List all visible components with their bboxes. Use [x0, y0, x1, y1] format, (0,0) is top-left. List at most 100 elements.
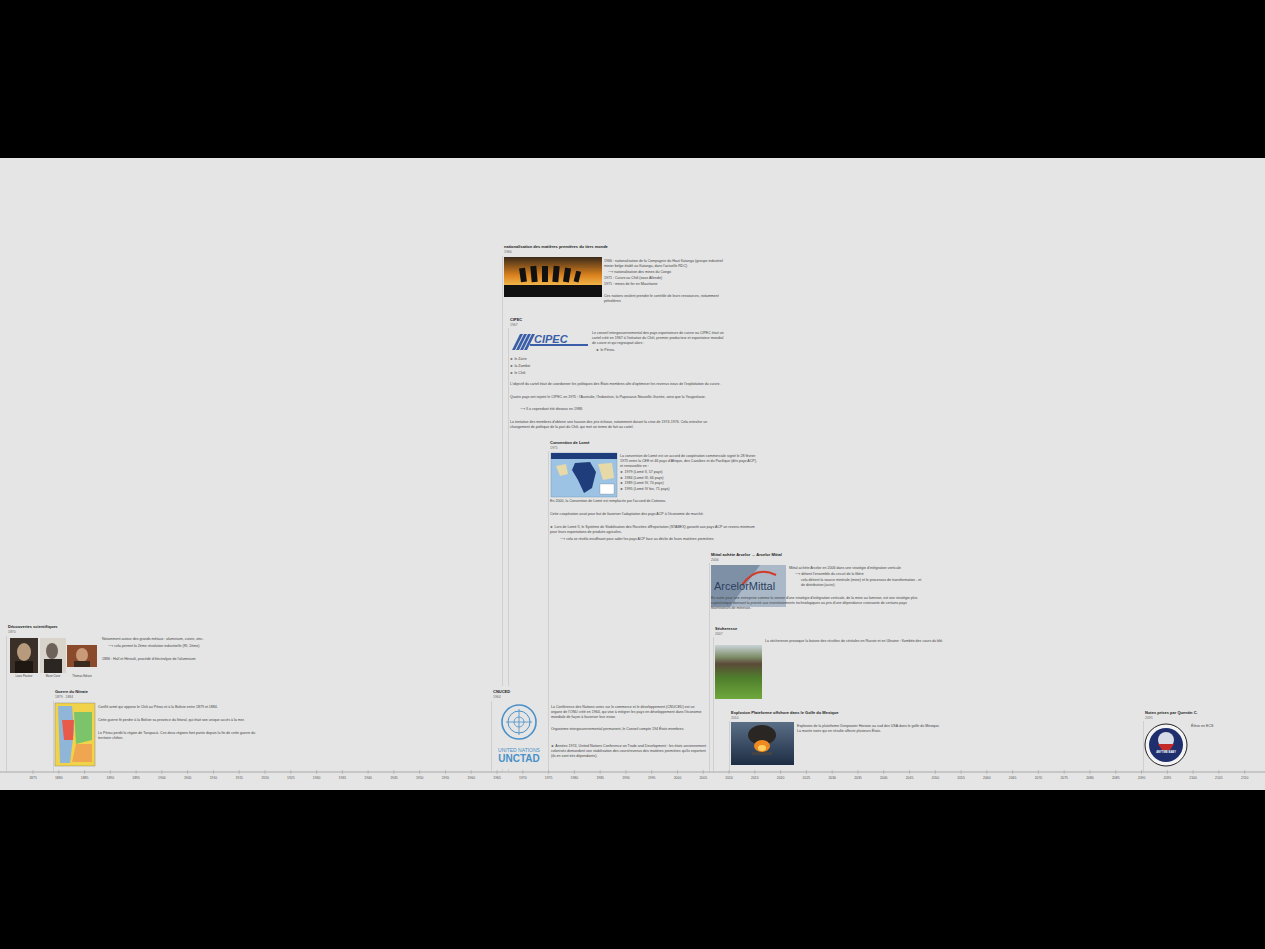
timeline-event: Guerre du Nitrate1879 - 1884Conflit armé… [55, 689, 271, 742]
axis-year: 1935 [332, 776, 352, 780]
logo-text: CIPEC [534, 333, 590, 346]
event-date: 1879 - 1884 [55, 695, 73, 700]
axis-year: 2070 [1028, 776, 1048, 780]
axis-tick [265, 770, 266, 774]
axis-tick [625, 770, 626, 774]
event-text: ⟶ cela se révéla insuffisant pour aider … [560, 537, 760, 542]
timeline-event: Sécheresse2007La sécheresse provoque la … [715, 626, 951, 645]
axis-year: 2055 [951, 776, 971, 780]
axis-year: 1960 [461, 776, 481, 780]
axis-year: 2110 [1235, 776, 1255, 780]
axis-year: 1900 [152, 776, 172, 780]
axis-tick [883, 770, 884, 774]
axis-tick [161, 770, 162, 774]
axis-year: 2105 [1209, 776, 1229, 780]
event-text: Organisme intergouvernemental permanent,… [551, 727, 706, 732]
axis-tick [1064, 770, 1065, 774]
axis-year: 1925 [281, 776, 301, 780]
timeline-event: Découvertes scientifiques1870Notamment a… [8, 624, 224, 663]
axis-year: 2045 [900, 776, 920, 780]
event-date: 1964 [493, 695, 501, 700]
axis-year: 2030 [822, 776, 842, 780]
axis-year: 2005 [693, 776, 713, 780]
event-text: 1971 : mines de fer en Mauritanie [604, 282, 729, 287]
axis-tick [1115, 770, 1116, 774]
axis-tick [393, 770, 394, 774]
axis-tick [780, 770, 781, 774]
timeline-event: nationalisation des matières premières d… [504, 244, 735, 305]
axis-tick [1089, 770, 1090, 774]
axis-year: 1910 [203, 776, 223, 780]
axis-year: 1980 [564, 776, 584, 780]
axis-tick [445, 770, 446, 774]
badge-text: ANYTIME BABY [1150, 751, 1182, 754]
axis-year: 1885 [75, 776, 95, 780]
event-text: Mittal achète Arcelor en 2006 dans une s… [789, 566, 924, 571]
axis-year: 1955 [435, 776, 455, 780]
axis-tick [187, 770, 188, 774]
axis-tick [58, 770, 59, 774]
axis-tick [857, 770, 858, 774]
axis-year: 1930 [307, 776, 327, 780]
event-text: ► le Pérou. [596, 348, 656, 353]
event-title: CNUCED [493, 689, 510, 694]
event-date: 1975 [550, 446, 558, 451]
axis-year: 1990 [616, 776, 636, 780]
event-text: Le conseil intergouvernemental des pays … [592, 331, 724, 346]
axis-year: 2020 [771, 776, 791, 780]
event-text: ⟶ nationalisation des mines du Congo [608, 270, 729, 275]
event-text: La Conférence des Nations unies sur le c… [551, 705, 706, 720]
logo-text: UNITED NATIONS [490, 747, 548, 753]
axis-year: 2025 [796, 776, 816, 780]
event-title: CIPEC [510, 317, 522, 322]
event-title: Mittal achète Arcelor → Arcelor Mittal [711, 552, 782, 557]
image-caption: Louis Pasteur [9, 675, 39, 678]
timeline-event: Convention de Lomé1975La convention de L… [550, 440, 766, 543]
axis-tick [677, 770, 678, 774]
event-date: 2007 [715, 632, 723, 637]
axis-year: 2015 [745, 776, 765, 780]
axis-tick [497, 770, 498, 774]
axis-tick [806, 770, 807, 774]
event-text: Explosion de la plateforme Deepwater Hor… [797, 724, 942, 734]
event-date: 1966 [504, 250, 512, 255]
event-date: 1967 [510, 323, 518, 328]
axis-tick [1012, 770, 1013, 774]
axis-tick [574, 770, 575, 774]
event-date: 2095 [1145, 716, 1153, 721]
axis-tick [342, 770, 343, 774]
event-text: ⟶ cela permet la 2ème révolution industr… [108, 644, 218, 649]
axis-year: 2010 [719, 776, 739, 780]
axis-year: 1965 [487, 776, 507, 780]
event-text: ► la Zambie [510, 364, 570, 369]
event-text: Élève en ECS [1191, 724, 1231, 729]
event-text: ⟶ Il a cependant été dissous en 1988. [520, 407, 720, 412]
logo-text: UNCTAD [488, 753, 550, 765]
axis-tick [961, 770, 962, 774]
axis-year: 2040 [874, 776, 894, 780]
axis-year: 2095 [1157, 776, 1177, 780]
axis-tick [651, 770, 652, 774]
axis-tick [84, 770, 85, 774]
event-text: ► le Chili [510, 371, 570, 376]
axis-tick [909, 770, 910, 774]
event-text: En outre pour une entreprise comme la si… [711, 596, 923, 611]
event-title: Sécheresse [715, 626, 737, 631]
logo-text: ArcelorMittal [714, 580, 786, 593]
axis-tick [600, 770, 601, 774]
axis-year: 2050 [925, 776, 945, 780]
axis-year: 1950 [410, 776, 430, 780]
event-text: Cette coopération avait pour but de favo… [550, 512, 760, 517]
axis-tick [1244, 770, 1245, 774]
axis-tick [213, 770, 214, 774]
event-text: ► 1989 (Lomé IV, 70 pays) [620, 481, 740, 486]
event-text: Ces nations veulent prendre le contrôle … [604, 294, 729, 304]
axis-tick [1167, 770, 1168, 774]
event-title: Découvertes scientifiques [8, 624, 58, 629]
axis-year: 2085 [1106, 776, 1126, 780]
axis-tick [419, 770, 420, 774]
timeline-event: Explosion Plateforme offshore dans le Go… [731, 710, 947, 735]
axis-year: 2080 [1080, 776, 1100, 780]
event-text: La convention de Lomé est un accord de c… [620, 454, 760, 469]
event-title: Notes prises par Quentin C. [1145, 710, 1198, 715]
